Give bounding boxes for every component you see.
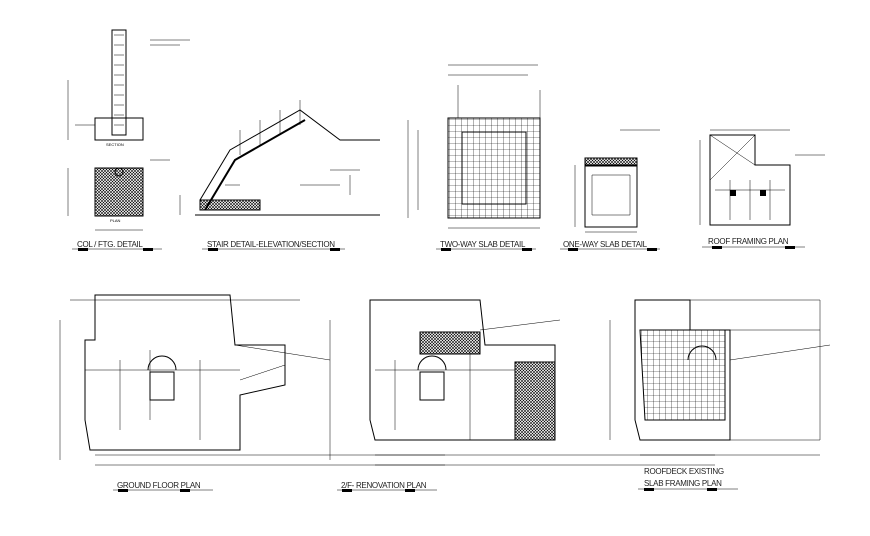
col-ftg-detail: SECTION PLAN: [67, 29, 190, 231]
plan-note: PLAN: [110, 218, 121, 223]
title-roofdeck-line2: SLAB FRAMING PLAN: [644, 479, 722, 488]
section-note: SECTION: [106, 142, 124, 147]
title-two-way: TWO-WAY SLAB DETAIL: [440, 240, 526, 249]
title-one-way: ONE-WAY SLAB DETAIL: [563, 240, 648, 249]
one-way-slab-detail: [574, 129, 660, 233]
stair-detail: [179, 100, 380, 216]
title-stair: STAIR DETAIL-ELEVATION/SECTION: [207, 240, 335, 249]
title-renovation: 2/F- RENOVATION PLAN: [341, 481, 427, 490]
title-col-ftg: COL / FTG. DETAIL: [77, 240, 143, 249]
ground-floor-plan: [59, 294, 445, 466]
title-roofdeck-line1: ROOFDECK EXISTING: [644, 467, 724, 476]
renovation-plan: [329, 299, 715, 466]
title-roof-framing: ROOF FRAMING PLAN: [708, 237, 789, 246]
roof-framing-plan: [699, 129, 825, 226]
title-ground-floor: GROUND FLOOR PLAN: [117, 481, 201, 490]
roofdeck-slab-framing-plan: [609, 299, 831, 456]
two-way-slab-detail: [407, 64, 541, 229]
drawing-titles: COL / FTG. DETAIL STAIR DETAIL-ELEVATION…: [72, 237, 805, 492]
